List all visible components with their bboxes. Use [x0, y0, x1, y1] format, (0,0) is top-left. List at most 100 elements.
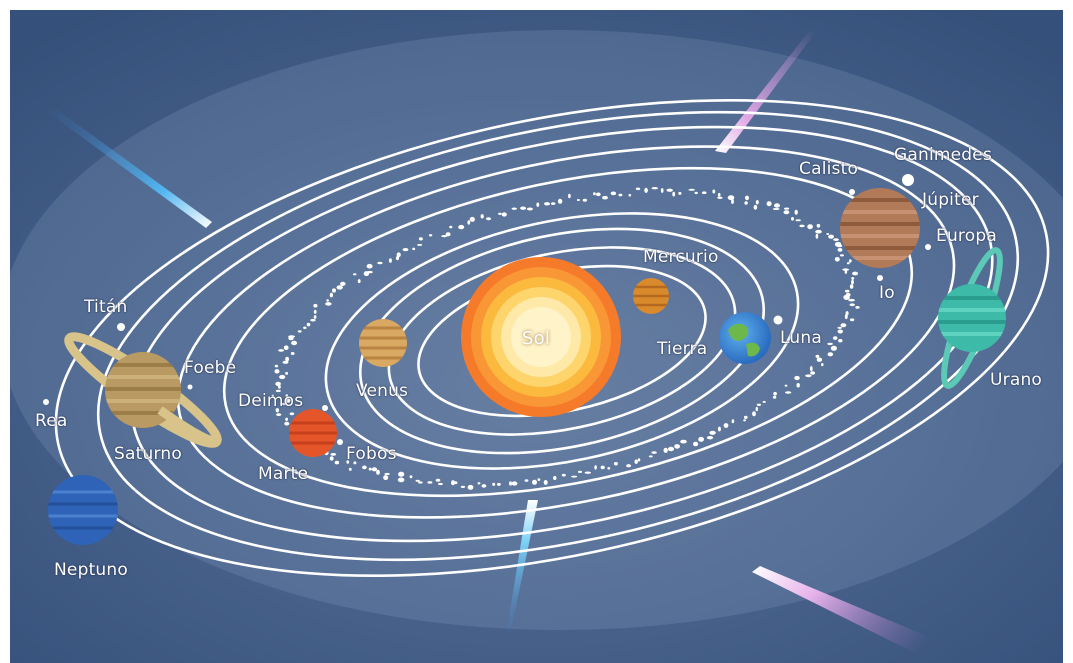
asteroid: [396, 252, 401, 258]
asteroid: [784, 207, 790, 210]
asteroid: [815, 354, 820, 358]
asteroid: [844, 289, 850, 293]
asteroid: [852, 271, 859, 276]
asteroid: [486, 217, 491, 221]
fobos-moon: [337, 439, 343, 445]
calisto-moon: [849, 189, 855, 195]
asteroid: [836, 244, 843, 248]
sol-layer-6: [511, 307, 571, 367]
asteroid: [409, 475, 413, 479]
titan-moon: [117, 323, 125, 331]
asteroid: [678, 191, 682, 195]
asteroid: [805, 374, 812, 378]
asteroid: [837, 326, 842, 329]
tierra-label: Tierra: [657, 339, 708, 359]
asteroid: [607, 467, 611, 470]
asteroid: [553, 476, 557, 480]
asteroid: [628, 193, 632, 197]
asteroid: [418, 237, 423, 241]
asteroid: [651, 187, 658, 190]
asteroid: [279, 374, 286, 380]
orbit-urano: [96, 110, 1020, 562]
asteroid: [278, 385, 281, 389]
asteroid: [438, 482, 443, 486]
asteroid: [313, 309, 317, 314]
asteroid: [577, 470, 583, 473]
asteroid: [576, 199, 580, 201]
orbit-neptuno: [54, 99, 1050, 577]
right-border: [1063, 0, 1073, 663]
asteroid: [784, 384, 788, 387]
asteroid: [568, 193, 571, 199]
asteroid: [600, 465, 605, 470]
tierra-body: [719, 312, 771, 364]
asteroid: [613, 462, 618, 466]
asteroid: [283, 345, 289, 351]
calisto-label: Calisto: [799, 159, 859, 179]
asteroid: [807, 224, 813, 230]
asteroid: [274, 364, 279, 368]
foebe-label: Foebe: [184, 358, 237, 378]
deimos-label: Deimos: [238, 391, 304, 411]
saturno-label: Saturno: [114, 444, 182, 464]
asteroid: [844, 269, 848, 274]
asteroid: [285, 371, 289, 375]
asteroid: [837, 329, 843, 334]
asteroid: [362, 465, 367, 470]
asteroid: [551, 202, 556, 205]
asteroid: [415, 479, 420, 482]
asteroid: [843, 294, 850, 300]
asteroid: [755, 200, 759, 205]
asteroid: [310, 318, 316, 322]
asteroid: [660, 188, 664, 193]
rea-moon: [43, 399, 49, 405]
asteroid: [481, 484, 487, 488]
urano-body: [938, 284, 1006, 352]
saturno-ring-front: [157, 406, 219, 446]
asteroid: [544, 202, 550, 206]
asteroid: [537, 478, 541, 481]
asteroid: [745, 195, 749, 201]
orbit-venus: [387, 246, 737, 436]
neptuno-planet: [48, 475, 118, 545]
asteroid: [827, 342, 833, 346]
asteroid: [458, 224, 465, 230]
asteroid: [855, 306, 860, 309]
asteroid: [821, 363, 824, 367]
asteroid: [288, 335, 295, 338]
asteroid: [816, 223, 821, 228]
asteroid: [412, 247, 416, 251]
asteroid: [791, 217, 794, 221]
asteroid: [834, 257, 840, 262]
marte-bands: [289, 421, 337, 445]
asteroid: [688, 188, 695, 191]
asteroid: [561, 473, 566, 477]
asteroid: [520, 206, 527, 210]
asteroid: [849, 303, 855, 307]
asteroid: [851, 277, 855, 280]
asteroid: [532, 479, 537, 485]
asteroid: [330, 453, 337, 456]
asteroid: [285, 356, 289, 362]
asteroid: [844, 314, 848, 320]
asteroid: [289, 412, 295, 416]
asteroid: [371, 467, 378, 472]
asteroid: [756, 403, 762, 406]
asteroid: [524, 479, 529, 482]
asteroid: [595, 192, 601, 197]
asteroid: [332, 288, 336, 293]
asteroid: [368, 467, 372, 471]
asteroid: [353, 461, 357, 465]
asteroid: [701, 191, 707, 194]
asteroid: [785, 391, 792, 394]
asteroid: [693, 441, 699, 447]
asteroid: [838, 339, 843, 343]
tierra-continent-1: [728, 323, 749, 341]
asteroid: [762, 400, 766, 403]
urano-bands: [938, 296, 1006, 336]
asteroid: [848, 259, 852, 263]
asteroid: [511, 207, 517, 210]
neptuno-bands: [48, 490, 118, 530]
asteroid: [325, 302, 332, 306]
asteroid: [348, 467, 352, 471]
